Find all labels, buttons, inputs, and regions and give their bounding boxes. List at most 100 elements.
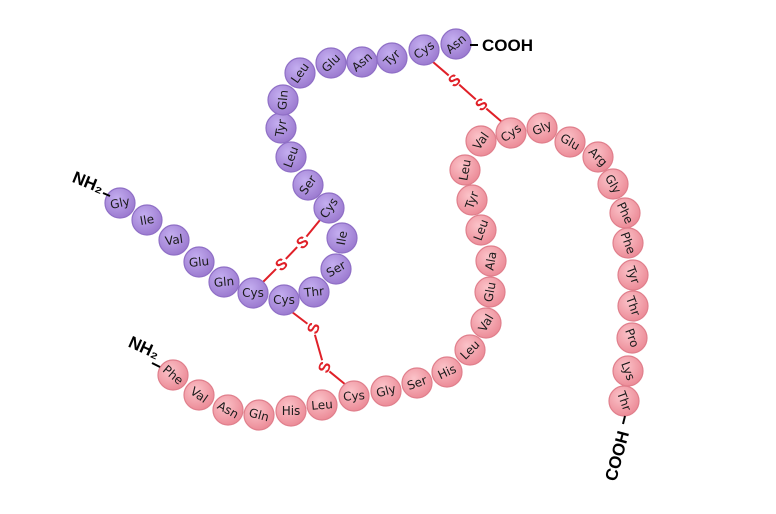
chain-b-bead [338,380,370,412]
chain-b-residue-28: Pro [616,322,648,354]
chain-b-residue-14: Ala [475,245,507,277]
chain-b-residue-13: Glu [474,276,506,308]
disulfide-connector [328,370,347,386]
chain-a-residue-8: Thr [298,276,330,308]
chain-b-bead [456,184,488,216]
chain-a-c-terminus: COOH [470,36,533,55]
chain-b-residue-27: Thr [617,290,649,322]
chain-a-bead [131,204,163,236]
chain-a-bead [326,222,358,254]
chain-b-bead [157,359,189,391]
chain-b-bead [243,399,275,431]
disulfide-connector [261,268,277,284]
chain-a-bead [158,224,190,256]
chain-a-residue-12: Ser [292,169,324,201]
disulfide-bond-inter-a20-b19: SS [432,61,503,123]
chain-b-residue-19: Cys [495,117,527,149]
chain-b-bead [454,334,486,366]
chain-a-residue-label: Thr [302,284,324,300]
chain-b-residue-2: Val [183,379,215,411]
chain-b-bead [401,367,433,399]
chain-a-bead [313,192,345,224]
chain-a-bead [298,276,330,308]
chain-b-residue-25: Phe [612,227,644,259]
chain-a-residue-13: Leu [275,141,307,173]
chain-a-bead [315,47,347,79]
chain-b-residue-label: Ser [405,373,429,393]
chain-b-bead [495,117,527,149]
disulfide-connector [285,246,298,260]
chain-a-bead [284,57,316,89]
chain-a-residue-label: Glu [188,254,210,270]
chain-a-residue-label: Ile [334,230,350,246]
sulfur-label: S [316,359,336,375]
chain-b-residue-5: His [275,395,307,427]
chain-a-residue-21: Asn [440,28,472,60]
chain-b-residue-23: Gly [597,168,629,200]
chain-a-residue-1: Gly [104,187,136,219]
chain-b-bead [526,112,558,144]
chain-a-bead [292,169,324,201]
disulfide-connector [485,107,503,123]
chain-b-bead [306,389,338,421]
chain-b-c-terminus: COOH [602,415,633,483]
chain-a-residue-7: Cys [268,284,300,316]
chain-a-bead [408,34,440,66]
chain-b-bead [617,259,649,291]
chain-a-residue-11: Cys [313,192,345,224]
chain-a-residue-label: Cys [273,293,295,307]
chain-b-residue-18: Val [465,125,497,157]
chain-b-bead [597,168,629,200]
chain-b-bead [183,379,215,411]
sulfur-label: S [305,320,325,336]
chain-b-residue-16: Tyr [456,184,488,216]
chain-a-residue-label: Gln [275,89,291,110]
chain-b-residue-label: His [282,404,301,418]
chain-b-residue-20: Gly [526,112,558,144]
chain-b-residue-4: Gln [243,399,275,431]
chain-a-residue-label: Tyr [272,118,289,139]
disulfide-connector [432,61,450,77]
chain-a-bead [320,253,352,285]
chain-b-residue-label: Gln [247,406,270,425]
chain-b-residue-label: Tyr [623,263,643,285]
chain-a-residue-label: Gly [109,194,131,212]
chain-b-bead [212,394,244,426]
chain-b-bead [465,125,497,157]
chain-b-residue-label: Ala [482,250,499,271]
chain-b-bead [474,276,506,308]
chain-b-n-terminus-label: NH₂ [126,333,163,363]
chain-b-residue-label: Thr [623,293,643,317]
chain-a-residue-16: Leu [284,57,316,89]
chain-b-residue-label: Tyr [462,189,482,211]
chain-a-bead [267,84,299,116]
chain-b-residue-label: Glu [481,281,498,303]
sulfur-label: S [293,233,312,253]
chain-a-bead [208,266,240,298]
chain-a-residue-14: Tyr [265,112,297,144]
chain-a-residue-4: Glu [183,246,215,278]
chain-a-residue-label: Cys [242,286,264,300]
chain-a-residue-5: Gln [208,266,240,298]
chain-b-residue-10: His [431,356,463,388]
chain-b-residue-3: Asn [212,394,244,426]
chain-b-residue-29: Lys [612,355,644,387]
chain-b-residue-21: Glu [554,126,586,158]
chain-b-residue-label: Pro [622,327,642,350]
chain-b-residue-7: Cys [338,380,370,412]
sulfur-label: S [272,255,291,275]
chain-a-residue-9: Ser [320,253,352,285]
chain-b-residue-8: Gly [370,375,402,407]
chain-b-residue-11: Leu [454,334,486,366]
chain-a-residue-label: Gln [213,274,234,290]
chain-b-bead [616,322,648,354]
disulfide-bond-inter-a7-b7: SS [291,311,347,386]
disulfide-bond-intra-chain-a-cys6-cys11: SS [261,219,321,284]
chain-b-bead [370,375,402,407]
chain-a-bead [376,42,408,74]
chain-b-bead [275,395,307,427]
chain-b-residue-9: Ser [401,367,433,399]
